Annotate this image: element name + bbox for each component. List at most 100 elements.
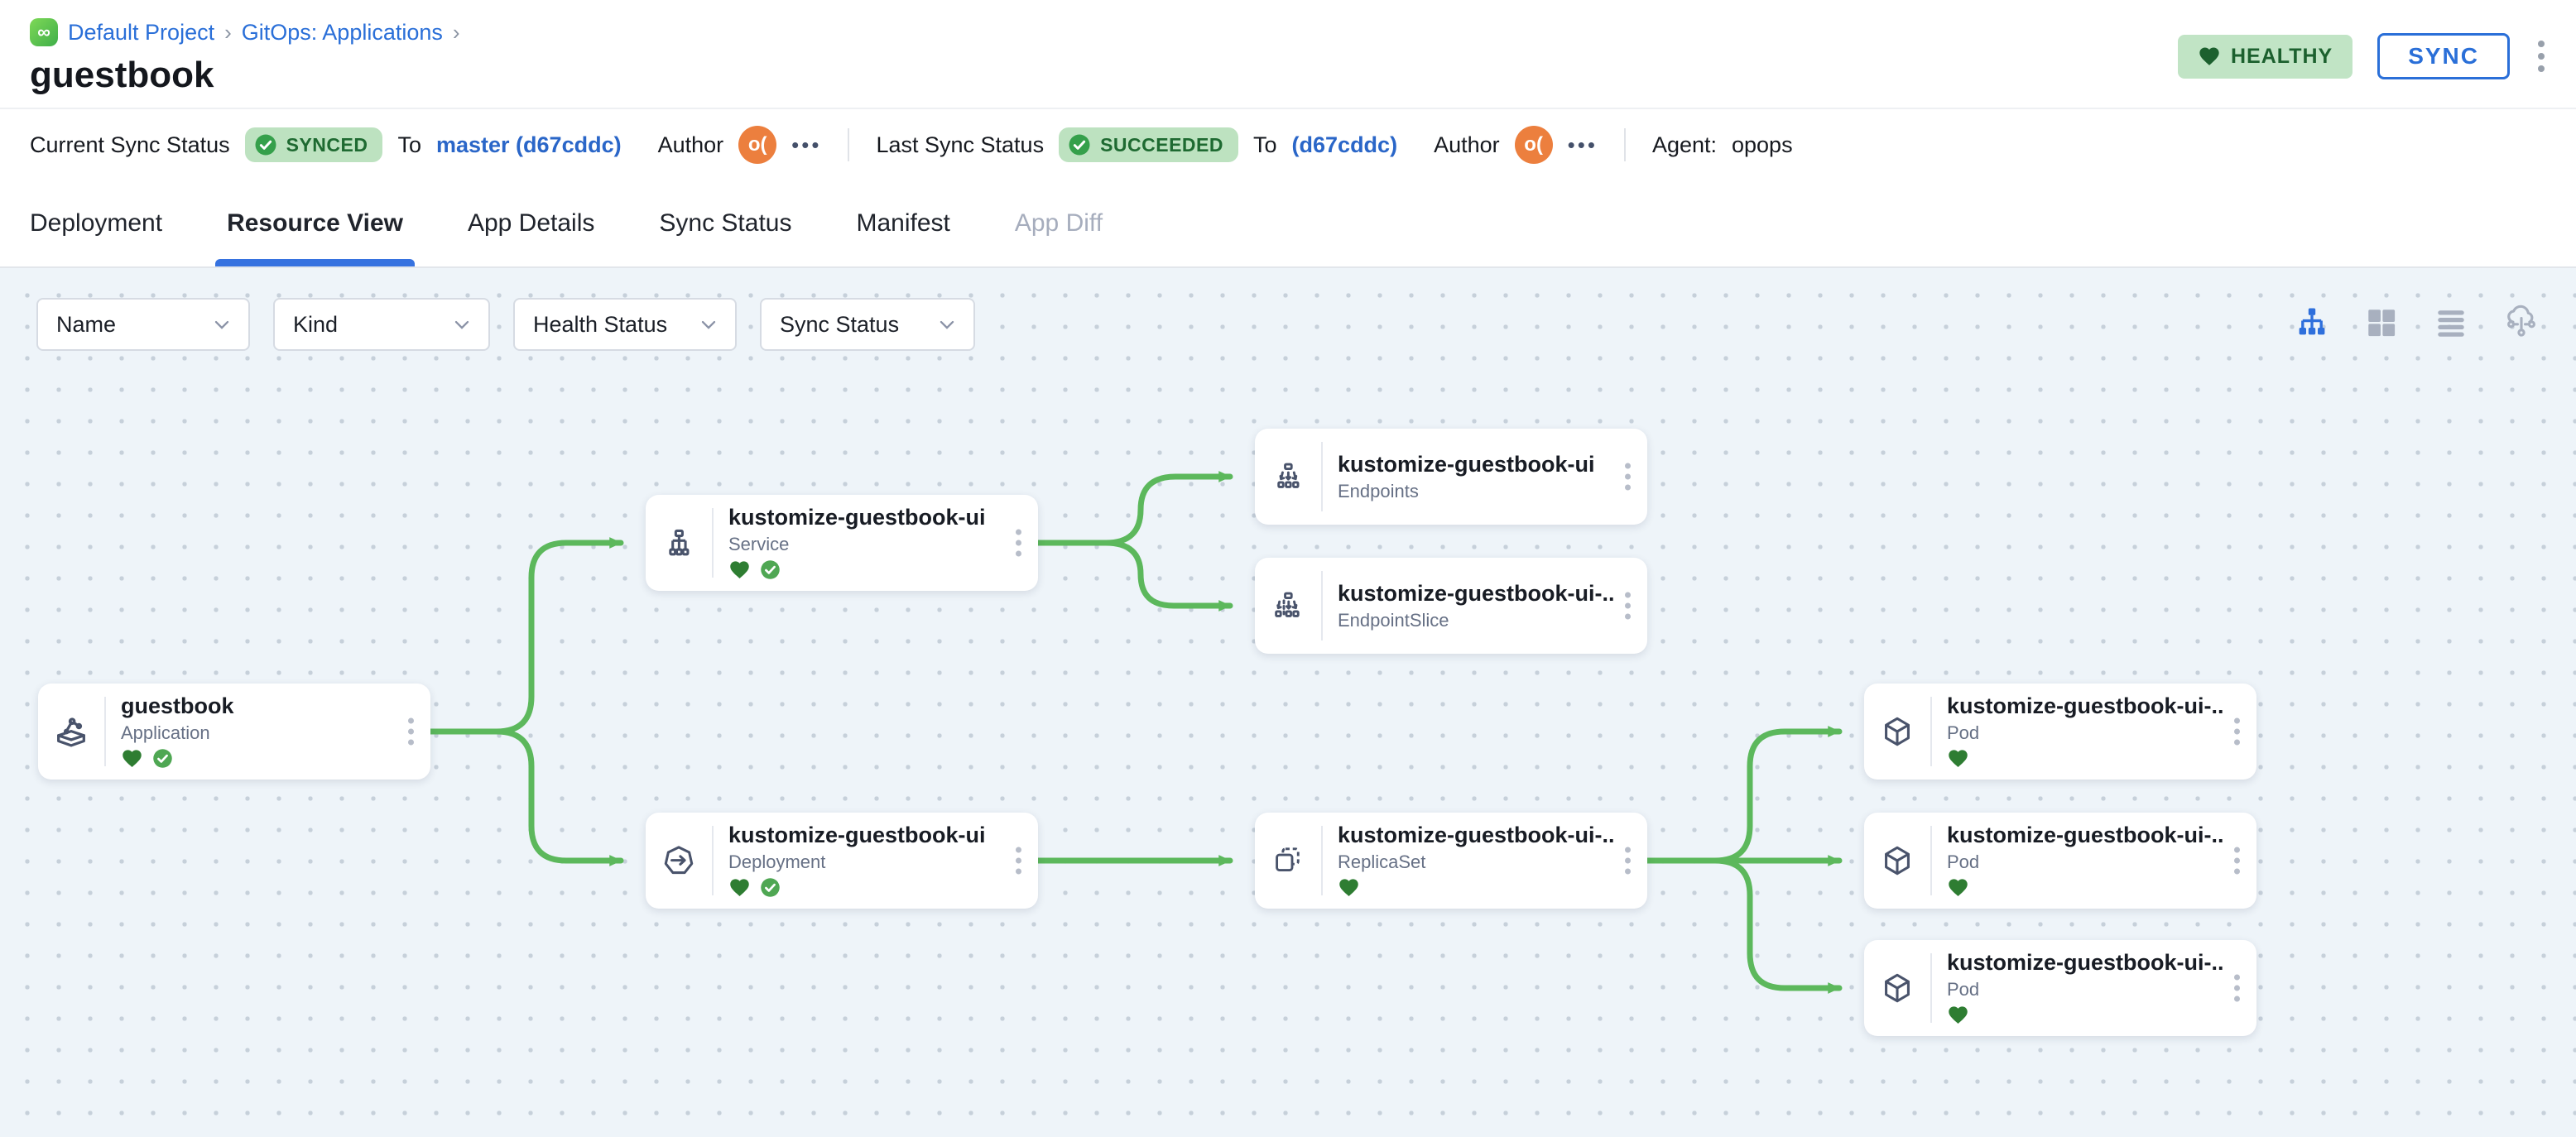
node-endpointslice[interactable]: kustomize-guestbook-ui-... EndpointSlice <box>1255 558 1647 654</box>
pod-icon <box>1864 684 1930 780</box>
list-view-icon[interactable] <box>2434 305 2468 340</box>
current-commit-link[interactable]: master (d67cddc) <box>436 132 622 157</box>
healthy-heart-icon <box>1949 1006 1968 1024</box>
node-menu-button[interactable] <box>1622 589 1634 623</box>
breadcrumb-section-link[interactable]: GitOps: Applications <box>241 19 443 45</box>
cluster-view-icon[interactable] <box>2503 305 2540 341</box>
application-icon <box>38 684 104 780</box>
filter-label: Sync Status <box>780 311 900 337</box>
divider <box>712 508 714 578</box>
node-kind: EndpointSlice <box>1338 609 1449 631</box>
check-circle-icon <box>255 134 276 156</box>
node-menu-button[interactable] <box>405 715 417 749</box>
node-pod-3[interactable]: kustomize-guestbook-ui-... Pod <box>1864 940 2256 1036</box>
author-avatar[interactable]: o( <box>1514 126 1553 164</box>
filter-label: Kind <box>293 311 339 337</box>
filter-label: Name <box>56 311 117 337</box>
divider <box>1321 826 1323 895</box>
last-commit-link[interactable]: (d67cddc) <box>1291 132 1398 157</box>
node-menu-button[interactable] <box>2231 844 2243 878</box>
tab-manifest[interactable]: Manifest <box>856 209 950 237</box>
node-kind: Pod <box>1947 851 1980 872</box>
agent-value: opops <box>1732 132 1793 157</box>
tab-app-details[interactable]: App Details <box>467 209 595 237</box>
node-endpoints[interactable]: kustomize-guestbook-ui Endpoints <box>1255 429 1647 525</box>
kind-filter-dropdown[interactable]: Kind <box>273 298 490 351</box>
divider <box>1930 826 1932 895</box>
breadcrumb-chevron-icon: › <box>452 19 460 45</box>
breadcrumb: ∞ Default Project › GitOps: Applications… <box>30 18 2546 46</box>
replicaset-icon <box>1255 813 1321 909</box>
node-title: kustomize-guestbook-ui <box>728 504 986 530</box>
sync-status-filter-dropdown[interactable]: Sync Status <box>760 298 975 351</box>
node-menu-button[interactable] <box>1622 460 1634 494</box>
node-title: kustomize-guestbook-ui <box>1338 451 1595 477</box>
last-sync-status-label: Last Sync Status <box>876 132 1045 157</box>
pod-icon <box>1864 813 1930 909</box>
node-pod-1[interactable]: kustomize-guestbook-ui-... Pod <box>1864 684 2256 780</box>
chevron-down-icon <box>454 320 469 329</box>
sync-button[interactable]: SYNC <box>2377 33 2510 79</box>
heart-icon <box>2199 47 2219 65</box>
node-kind: Deployment <box>728 851 826 872</box>
chevron-down-icon <box>214 320 229 329</box>
node-title: kustomize-guestbook-ui-... <box>1338 580 1614 606</box>
page-title: guestbook <box>30 55 214 95</box>
tab-resource-view[interactable]: Resource View <box>215 180 415 266</box>
health-status-filter-dropdown[interactable]: Health Status <box>513 298 737 351</box>
chevron-down-icon <box>701 320 716 329</box>
node-title: kustomize-guestbook-ui <box>728 822 986 847</box>
commit-message-more[interactable]: ••• <box>791 132 822 157</box>
divider <box>1623 128 1626 161</box>
healthy-heart-icon <box>123 750 142 768</box>
resource-tree-canvas[interactable]: Name Kind Health Status Sync Status <box>0 268 2576 1137</box>
health-status-badge: HEALTHY <box>2178 34 2353 79</box>
project-logo-icon: ∞ <box>30 18 58 46</box>
grid-view-icon[interactable] <box>2364 305 2399 340</box>
health-badge-label: HEALTHY <box>2231 44 2333 68</box>
author-label: Author <box>1434 132 1500 157</box>
node-title: kustomize-guestbook-ui-... <box>1947 949 2223 975</box>
author-avatar[interactable]: o( <box>738 126 777 164</box>
node-application-guestbook[interactable]: guestbook Application <box>38 684 430 780</box>
author-label: Author <box>657 132 724 157</box>
chevron-down-icon <box>940 320 954 329</box>
synced-badge-label: SYNCED <box>286 133 368 156</box>
header-menu-button[interactable] <box>2535 37 2548 75</box>
node-kind: ReplicaSet <box>1338 851 1426 872</box>
node-menu-button[interactable] <box>2231 715 2243 749</box>
node-deployment[interactable]: kustomize-guestbook-ui Deployment <box>646 813 1038 909</box>
filter-bar: Name Kind Health Status Sync Status <box>36 298 975 351</box>
tree-view-icon[interactable] <box>2295 305 2329 340</box>
healthy-heart-icon <box>730 879 749 897</box>
node-kind: Service <box>728 533 790 554</box>
tab-sync-status[interactable]: Sync Status <box>659 209 792 237</box>
divider <box>1930 697 1932 766</box>
node-kind: Pod <box>1947 722 1980 743</box>
synced-check-icon <box>761 878 780 897</box>
succeeded-badge-label: SUCCEEDED <box>1100 133 1223 156</box>
node-service[interactable]: kustomize-guestbook-ui Service <box>646 495 1038 591</box>
node-kind: Endpoints <box>1338 480 1419 501</box>
tab-deployment[interactable]: Deployment <box>30 209 163 237</box>
commit-message-more[interactable]: ••• <box>1567 132 1598 157</box>
filter-label: Health Status <box>533 311 668 337</box>
node-pod-2[interactable]: kustomize-guestbook-ui-... Pod <box>1864 813 2256 909</box>
divider <box>712 826 714 895</box>
healthy-heart-icon <box>730 561 749 579</box>
node-menu-button[interactable] <box>1622 844 1634 878</box>
node-title: kustomize-guestbook-ui-... <box>1338 822 1614 847</box>
service-icon <box>646 495 712 591</box>
breadcrumb-project-link[interactable]: Default Project <box>68 19 215 45</box>
node-menu-button[interactable] <box>1012 844 1025 878</box>
node-replicaset[interactable]: kustomize-guestbook-ui-... ReplicaSet <box>1255 813 1647 909</box>
divider <box>1321 442 1323 511</box>
node-menu-button[interactable] <box>1012 526 1025 560</box>
node-menu-button[interactable] <box>2231 971 2243 1005</box>
endpoints-icon <box>1255 429 1321 525</box>
breadcrumb-chevron-icon: › <box>224 19 232 45</box>
node-title: guestbook <box>121 693 234 718</box>
pod-icon <box>1864 940 1930 1036</box>
endpointslice-icon <box>1255 558 1321 654</box>
name-filter-dropdown[interactable]: Name <box>36 298 250 351</box>
